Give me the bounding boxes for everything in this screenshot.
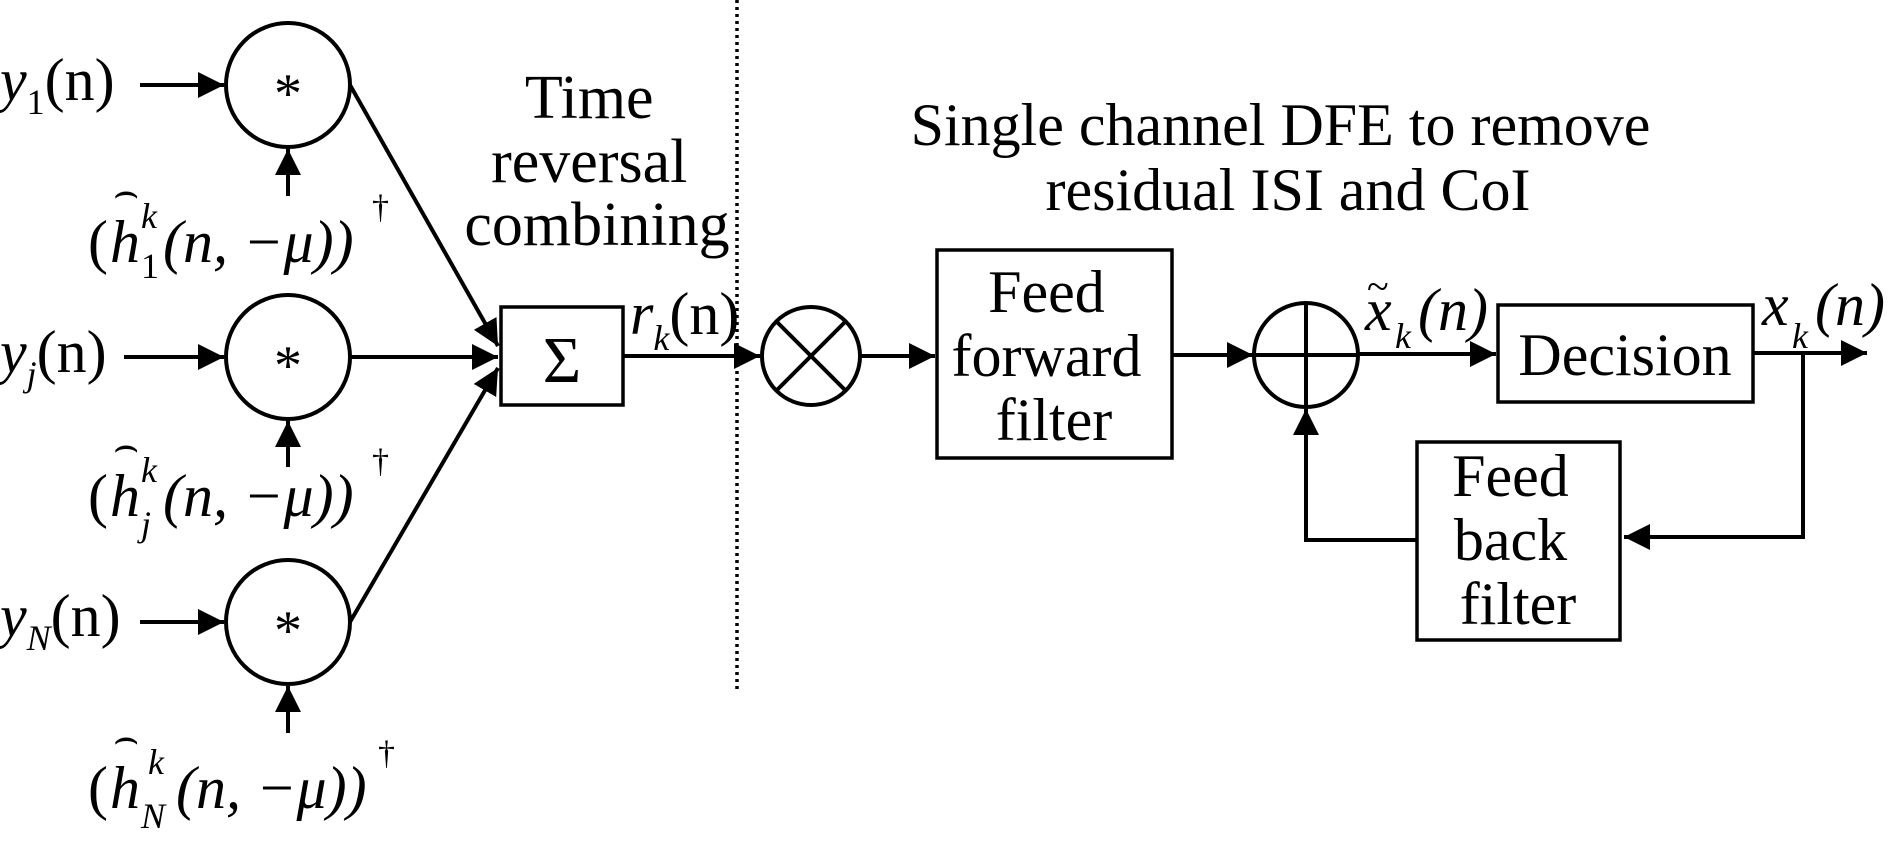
filter-label-N: ( h ⌢ k N (n, −μ)) † — [88, 715, 395, 836]
svg-text:†: † — [372, 443, 389, 480]
convolution-symbol-1: * — [274, 63, 302, 125]
branch-N: yN(n) * ( h ⌢ k N (n, −μ)) † — [0, 366, 500, 836]
decision-block — [1496, 303, 1755, 404]
convolution-symbol-N: * — [274, 600, 302, 662]
combined-signal-label: rk(n) — [630, 281, 739, 358]
svg-text:†: † — [378, 735, 395, 772]
feed-back-filter-label: Feed back filter — [1452, 443, 1584, 637]
time-reversal-title: Time reversal combining — [464, 64, 729, 259]
svg-text:(n, −μ)): (n, −μ)) — [163, 463, 354, 529]
svg-text:⌢: ⌢ — [113, 169, 139, 214]
decision-label: Decision — [1518, 322, 1731, 388]
soft-estimate-label: x ~ k (n) — [1364, 264, 1488, 356]
svg-text:⌢: ⌢ — [113, 715, 139, 760]
dfe-title: Single channel DFE to remove residual IS… — [911, 92, 1666, 223]
svg-text:(n): (n) — [1418, 277, 1488, 343]
svg-text:(n, −μ)): (n, −μ)) — [163, 209, 354, 275]
svg-text:~: ~ — [1367, 264, 1389, 309]
svg-text:N: N — [140, 796, 167, 836]
svg-text:k: k — [1792, 316, 1809, 356]
feed-forward-filter-label: Feed forward filter — [952, 259, 1157, 453]
svg-text:h: h — [110, 755, 140, 821]
feedback-branch-line — [1624, 353, 1805, 550]
svg-text:†: † — [372, 189, 389, 226]
svg-text:(: ( — [88, 463, 108, 529]
input-label-yj: yj(n) — [0, 319, 107, 394]
svg-text:x: x — [1364, 277, 1392, 343]
arrow-fb-to-adder — [1293, 409, 1417, 542]
svg-text:k: k — [141, 196, 158, 236]
svg-text:x: x — [1761, 272, 1789, 338]
hard-estimate-label: x k (n) — [1761, 272, 1885, 356]
svg-text:k: k — [148, 742, 165, 782]
svg-text:h: h — [110, 209, 140, 275]
svg-text:(: ( — [88, 755, 108, 821]
branch-j: yj(n) * ( h ⌢ k j (n, −μ)) † — [0, 293, 498, 544]
svg-text:h: h — [110, 463, 140, 529]
multiplier-icon — [760, 305, 862, 407]
adder-icon — [1252, 301, 1360, 409]
svg-text:j: j — [137, 504, 151, 544]
svg-text:⌢: ⌢ — [113, 423, 139, 468]
input-label-yN: yN(n) — [0, 583, 121, 658]
summation-block — [499, 305, 625, 407]
svg-text:k: k — [141, 450, 158, 490]
feed-forward-filter-block — [935, 248, 1174, 460]
line-convN-to-sum — [348, 366, 500, 624]
svg-text:k: k — [1395, 316, 1412, 356]
svg-text:(n, −μ)): (n, −μ)) — [176, 755, 367, 821]
feed-back-filter-block — [1415, 440, 1622, 642]
filter-label-j: ( h ⌢ k j (n, −μ)) † — [88, 423, 389, 544]
svg-text:(: ( — [88, 209, 108, 275]
svg-text:(n): (n) — [1815, 272, 1885, 338]
svg-text:1: 1 — [141, 246, 159, 286]
branch-1: y1(n) * ( h ⌢ k 1 (n, −μ)) † — [0, 21, 500, 347]
filter-label-1: ( h ⌢ k 1 (n, −μ)) † — [88, 169, 389, 286]
line-conv1-to-sum — [348, 84, 500, 347]
summation-symbol: Σ — [543, 324, 581, 397]
input-label-y1: y1(n) — [0, 47, 115, 122]
convolution-symbol-j: * — [274, 335, 302, 397]
